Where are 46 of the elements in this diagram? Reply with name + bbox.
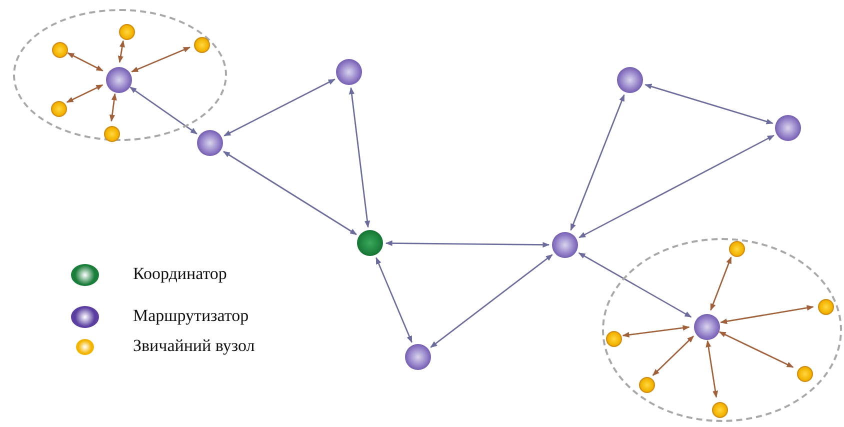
router-circle <box>336 59 362 85</box>
legend-label: Маршрутизатор <box>133 306 249 326</box>
end-device-circle <box>51 101 67 117</box>
router-circle <box>405 344 431 370</box>
legend-label: Координатор <box>133 264 227 284</box>
end-device-circle <box>818 299 834 315</box>
arrow <box>131 46 190 72</box>
end-device-circle <box>606 331 622 347</box>
arrow <box>622 325 690 338</box>
end-device-circle <box>194 37 210 53</box>
arrow <box>348 87 370 228</box>
arrow <box>66 84 104 103</box>
arrow <box>710 256 732 311</box>
coordinator-circle <box>357 230 383 256</box>
arrow <box>385 240 550 248</box>
arrow <box>430 254 553 348</box>
arrow <box>652 336 694 376</box>
dashed-cluster-ellipse <box>602 238 842 422</box>
end-device-circle <box>712 402 728 418</box>
arrow <box>67 52 104 72</box>
end-device-circle <box>729 241 745 257</box>
router-circle <box>617 67 643 93</box>
router-circle <box>775 115 801 141</box>
arrow <box>644 84 774 124</box>
end-device-circle <box>52 42 68 58</box>
end-device-circle <box>104 126 120 142</box>
router-circle <box>106 67 132 93</box>
arrow <box>109 93 117 122</box>
router-circle <box>197 130 223 156</box>
arrow <box>578 134 774 238</box>
legend-label: Звичайний вузол <box>133 336 255 356</box>
end-device-circle <box>639 377 655 393</box>
end-device-circle <box>797 366 813 382</box>
arrow <box>706 340 718 398</box>
router-circle <box>694 314 720 340</box>
arrow <box>578 252 692 318</box>
arrow <box>118 40 125 63</box>
router-circle <box>552 232 578 258</box>
arrow <box>222 150 358 236</box>
arrow <box>718 331 794 368</box>
arrow <box>224 78 336 136</box>
arrow <box>570 94 625 231</box>
arrow <box>720 305 814 324</box>
arrow <box>130 86 198 134</box>
end-device-circle <box>119 24 135 40</box>
arrow <box>376 257 412 343</box>
